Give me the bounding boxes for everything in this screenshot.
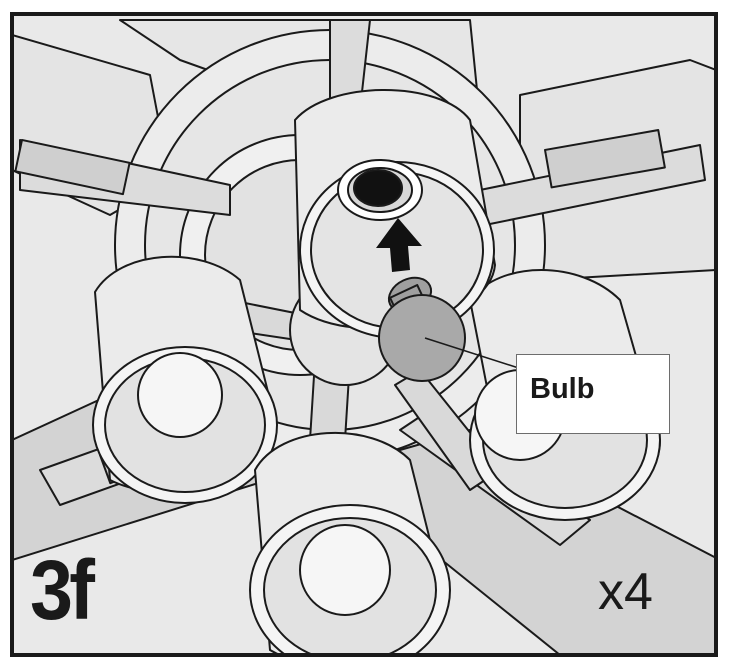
up-arrow-icon	[376, 218, 422, 272]
glass-shade-top	[294, 89, 496, 339]
blade-bracket-left	[14, 139, 131, 196]
bulb-callout-box: Bulb	[516, 354, 670, 434]
bulb	[378, 276, 466, 382]
quantity-label: x4	[598, 563, 653, 621]
step-number: 3f	[30, 543, 95, 637]
glass-shade-left	[92, 255, 278, 504]
blade-bracket-right	[544, 129, 666, 189]
callout-leader-line	[424, 337, 529, 372]
installed-bulb-bottom	[299, 524, 391, 616]
installed-bulb-left	[137, 352, 223, 438]
bulb-callout-label: Bulb	[530, 373, 595, 405]
bulb-globe	[378, 294, 466, 382]
glass-shade-bottom	[249, 431, 451, 655]
frame-border	[10, 12, 718, 657]
bulb-socket	[353, 169, 403, 207]
